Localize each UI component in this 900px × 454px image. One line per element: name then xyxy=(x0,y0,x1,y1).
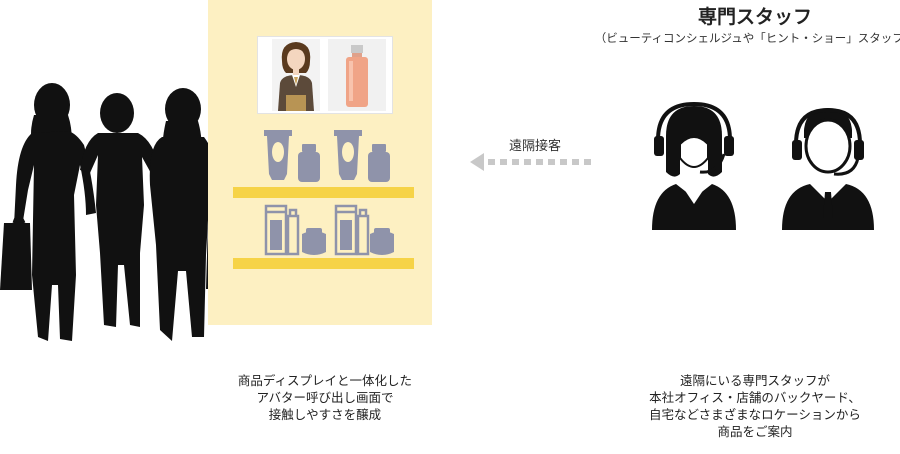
male-operator-icon xyxy=(782,107,874,230)
avatar-call-screen[interactable] xyxy=(257,36,393,114)
remote-service-label: 遠隔接客 xyxy=(508,139,561,154)
staff-title: 専門スタッフ xyxy=(697,6,812,28)
staff-caption-line: 本社オフィス・店舗のバックヤード、 xyxy=(649,390,861,405)
shelf-upper xyxy=(233,187,414,198)
display-caption-line: 接触しやすさを醸成 xyxy=(268,407,382,422)
staff-caption: 遠隔にいる専門スタッフが 本社オフィス・店舗のバックヤード、 自宅などさまざまな… xyxy=(620,372,890,440)
skincare-products-upper xyxy=(264,130,390,182)
cosmetic-bottle-image xyxy=(328,39,386,111)
remote-service-arrow xyxy=(470,153,592,171)
shoppers-silhouette xyxy=(0,83,238,341)
display-caption-line: アバター呼び出し画面で xyxy=(256,390,394,405)
shelf-lower xyxy=(233,258,414,269)
skincare-products-lower xyxy=(264,204,394,256)
display-caption-line: 商品ディスプレイと一体化した xyxy=(237,373,413,388)
female-operator-icon xyxy=(652,101,736,230)
display-caption: 商品ディスプレイと一体化した アバター呼び出し画面で 接触しやすさを醸成 xyxy=(200,372,450,423)
staff-caption-line: 遠隔にいる専門スタッフが xyxy=(679,373,830,388)
staff-caption-line: 商品をご案内 xyxy=(717,424,793,439)
avatar-staff-image xyxy=(272,39,320,111)
staff-caption-line: 自宅などさまざまなロケーションから xyxy=(649,407,861,422)
staff-subtitle: （ビューティコンシェルジュや「ヒント・ショー」スタッフ） xyxy=(594,31,900,45)
